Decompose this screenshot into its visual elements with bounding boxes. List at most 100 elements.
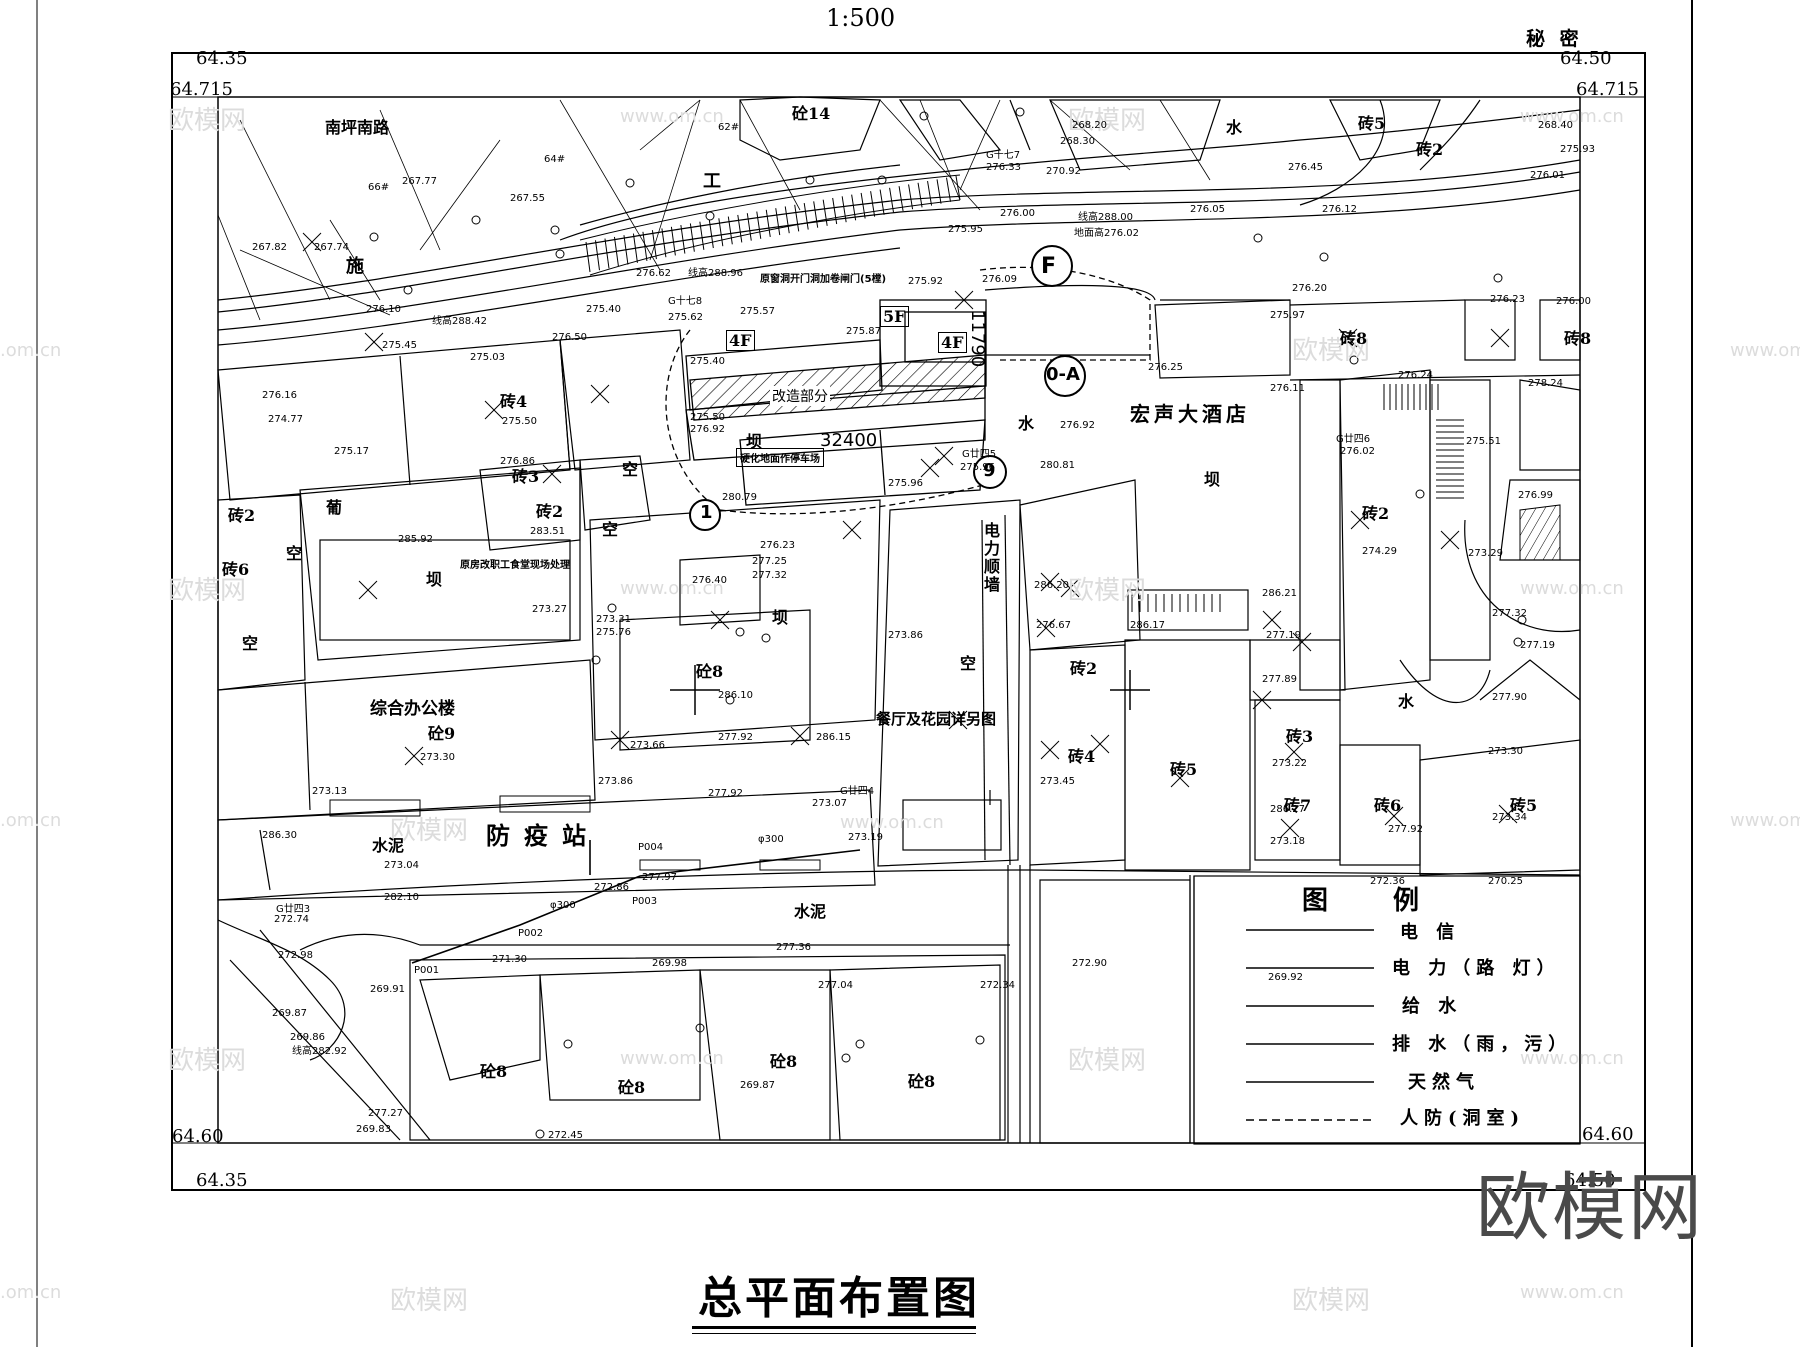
section-marker: F xyxy=(1041,254,1057,279)
manhole-marker xyxy=(1319,252,1329,262)
legend-box xyxy=(1193,875,1581,1145)
watermark-url: www.om.cn xyxy=(1520,1282,1624,1303)
elevation-label: 274.29 xyxy=(1362,546,1397,557)
manhole-marker xyxy=(591,655,601,665)
manhole-marker xyxy=(725,695,735,705)
watermark-url-short: .om.cn xyxy=(0,1282,62,1303)
survey-cross xyxy=(1292,632,1312,652)
elevation-label: 276.23 xyxy=(760,540,795,551)
slope-tick xyxy=(775,208,781,236)
section-marker: 1 xyxy=(700,502,713,523)
building-label: 砖8 xyxy=(1340,329,1368,348)
slope-tick xyxy=(623,235,629,265)
title-underline xyxy=(692,1326,976,1329)
area-label: 水 xyxy=(1398,692,1415,711)
elevation-label: 286.17 xyxy=(1130,620,1165,631)
watermark-url: www.om.cn xyxy=(1520,106,1624,127)
building-label: 砖5 xyxy=(1510,796,1538,815)
elevation-label: 273.19 xyxy=(848,832,883,843)
survey-point: G十七8 xyxy=(668,296,703,307)
survey-cross xyxy=(590,384,610,404)
watermark-cn: 欧模网 xyxy=(1068,1046,1147,1076)
watermark-cn: 欧模网 xyxy=(168,106,247,136)
drawing-title: 总平面布置图 xyxy=(698,1273,980,1324)
elevation-label: 271.30 xyxy=(492,954,527,965)
watermark-url: www.om.cn xyxy=(1730,340,1800,361)
elevation-label: 273.07 xyxy=(812,798,847,809)
elevation-label: 286.20 xyxy=(1034,580,1069,591)
survey-cross xyxy=(1262,610,1282,630)
manhole-marker xyxy=(1493,273,1503,283)
note-text: 电力顺墙 xyxy=(984,521,1001,594)
slope-tick xyxy=(784,206,790,234)
line-height-label: 地面高276.02 xyxy=(1074,228,1139,239)
watermark-cn: 欧模网 xyxy=(390,1286,469,1316)
coord-top-left-x: 64.35 xyxy=(196,48,248,69)
elevation-label: 277.25 xyxy=(752,556,787,567)
manhole-marker xyxy=(805,175,815,185)
slope-tick xyxy=(708,219,714,249)
drawing-scale: 1:500 xyxy=(826,4,896,32)
survey-cross xyxy=(404,746,424,766)
coord-top-left-y: 64.715 xyxy=(170,79,233,100)
slope-tick xyxy=(908,184,914,210)
road-label: 施 xyxy=(346,256,364,277)
elevation-label: 277.19 xyxy=(1520,640,1555,651)
building-label: 砖6 xyxy=(222,560,250,579)
manhole-marker xyxy=(1349,355,1359,365)
coord-top-right-y: 64.715 xyxy=(1576,79,1639,100)
slope-tick xyxy=(794,204,800,232)
coord-bottom-right-x: 64.50 xyxy=(1564,1170,1616,1191)
elevation-label: 276.00 xyxy=(1556,296,1591,307)
manhole-marker xyxy=(555,249,565,259)
elevation-label: 276.86 xyxy=(500,456,535,467)
area-label: 坝 xyxy=(746,432,763,451)
elevation-label: 267.77 xyxy=(402,176,437,187)
area-label: 空 xyxy=(242,634,259,653)
elevation-label: 286.21 xyxy=(1262,588,1297,599)
legend-item-label: 人防(洞室) xyxy=(1400,1108,1526,1129)
elevation-label: 274.77 xyxy=(268,414,303,425)
manhole-marker xyxy=(735,627,745,637)
pole-label: 64# xyxy=(544,154,566,165)
survey-cross xyxy=(542,464,562,484)
slope-tick xyxy=(642,231,648,261)
legend-title: 图 例 xyxy=(1302,886,1448,916)
coord-bottom-left-y: 64.60 xyxy=(172,1126,224,1147)
slope-tick xyxy=(936,179,942,204)
manhole-marker xyxy=(1253,233,1263,243)
elevation-label: 273.30 xyxy=(1488,746,1523,757)
elevation-label: 277.32 xyxy=(1492,608,1527,619)
area-label: 水 xyxy=(1226,118,1243,137)
area-label: 空 xyxy=(622,460,639,479)
legend-item-label: 电 力（路 灯） xyxy=(1392,958,1561,979)
elevation-label: 286.30 xyxy=(262,830,297,841)
watermark-url: www.om.cn xyxy=(840,812,944,833)
elevation-label: 276.33 xyxy=(986,162,1021,173)
survey-cross xyxy=(934,446,954,466)
building-label: 砖5 xyxy=(1358,114,1386,133)
slope-tick xyxy=(613,236,619,267)
slope-tick xyxy=(746,213,752,241)
watermark-cn: 欧模网 xyxy=(168,1046,247,1076)
watermark-url-short: .om.cn xyxy=(0,810,62,831)
elevation-label: 286.15 xyxy=(816,732,851,743)
survey-point: G廿四5 xyxy=(962,449,997,460)
elevation-label: 273.66 xyxy=(630,740,665,751)
elevation-label: 273.29 xyxy=(1468,548,1503,559)
elevation-label: 277.19 xyxy=(1266,630,1301,641)
watermark-url: www.om.cn xyxy=(1520,578,1624,599)
slope-tick xyxy=(822,199,828,226)
elevation-label: 276.92 xyxy=(690,424,725,435)
elevation-label: 275.50 xyxy=(690,412,725,423)
building-label: 砖2 xyxy=(1416,140,1444,159)
elevation-label: 276.24 xyxy=(1398,370,1433,381)
elevation-label: 286.10 xyxy=(718,690,753,701)
elevation-label: 277.32 xyxy=(752,570,787,581)
elevation-label: 283.51 xyxy=(530,526,565,537)
dimension-label: 11790 xyxy=(967,310,988,368)
manhole-marker xyxy=(841,1053,851,1063)
elevation-label: 269.98 xyxy=(652,958,687,969)
building-label: 砖2 xyxy=(1070,659,1098,678)
building-label: 砖3 xyxy=(1286,727,1314,746)
